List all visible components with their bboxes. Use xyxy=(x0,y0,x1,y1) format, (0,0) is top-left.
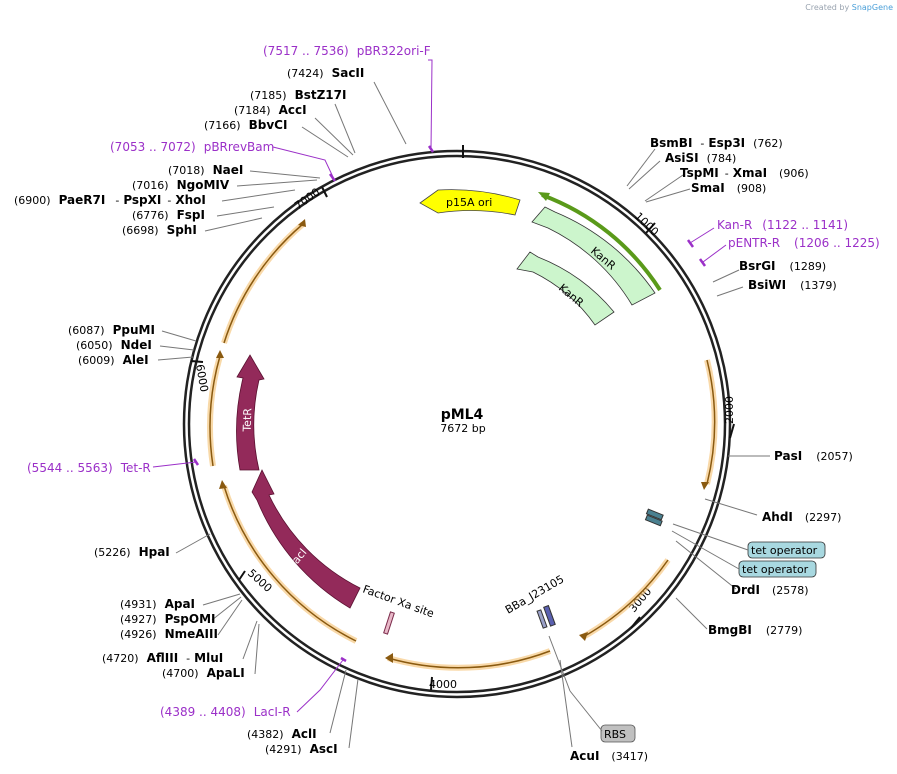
enzyme-leaders xyxy=(157,81,770,749)
cds-arcs xyxy=(207,221,718,671)
factorxa-mark xyxy=(383,611,395,635)
kan-arc-arrowhead xyxy=(538,192,550,201)
site-fspi-label: (6776)FspI xyxy=(132,208,205,222)
site-naei-label: (7018)NaeI xyxy=(168,163,243,177)
site-tspmi-label: TspMI-XmaI(906) xyxy=(680,166,809,180)
site-acui-label: AcuI(3417) xyxy=(570,749,648,763)
tetr-label: TetR xyxy=(241,408,255,433)
p15a-ori-label: p15A ori xyxy=(446,196,492,209)
primer-lacir-label: (4389 .. 4408)LacI-R xyxy=(160,705,291,719)
laci-arrow xyxy=(251,469,361,609)
site-ndei-label: (6050)NdeI xyxy=(76,338,152,352)
site-ppumi-label: (6087)PpuMI xyxy=(68,323,155,337)
site-afliii-label: (4720)AflIII-MluI xyxy=(102,651,223,665)
ticks xyxy=(190,145,735,691)
kanr-arrow-2 xyxy=(516,251,615,326)
tick-label-4000: 4000 xyxy=(429,678,457,691)
site-bmgbi-label: BmgBI(2779) xyxy=(708,623,802,637)
site-apali-label: (4700)ApaLI xyxy=(162,666,245,680)
snapgene-brand: Created by SnapGene xyxy=(805,3,893,12)
site-drdi-label: DrdI(2578) xyxy=(731,583,809,597)
kan-promoter-arc xyxy=(541,193,662,292)
backbone-outer xyxy=(182,149,732,699)
bba-mark-2 xyxy=(543,604,556,627)
plasmid-name: pML4 xyxy=(441,407,484,423)
tet-operator-mark-1 xyxy=(645,508,664,521)
bba-label: BBa_J23105 xyxy=(503,573,566,617)
brand-name: SnapGene xyxy=(851,3,893,12)
backbone-inner xyxy=(187,154,727,694)
primer-leaders xyxy=(152,59,727,713)
site-bsmbi-label: BsmBI-Esp3I(762) xyxy=(650,136,783,150)
cds-arrowheads xyxy=(216,219,709,663)
primer-kanr-label: Kan-R(1122 .. 1141) xyxy=(717,218,848,232)
p15a-ori-arrow xyxy=(419,189,521,216)
rbs-box xyxy=(600,724,636,743)
primer-pbrrev-label: (7053 .. 7072)pBRrevBam xyxy=(110,140,274,154)
primer-pbr322-label: (7517 .. 7536)pBR322ori-F xyxy=(263,44,431,58)
site-asci-label: (4291)AscI xyxy=(265,742,338,756)
site-ngomiv-label: (7016)NgoMIV xyxy=(132,178,230,192)
primer-pentr-label: pENTR-R(1206 .. 1225) xyxy=(728,236,880,250)
site-asisi-label: AsiSI(784) xyxy=(665,151,736,165)
site-pspomi-label: (4927)PspOMI xyxy=(120,612,216,626)
site-apai-label: (4931)ApaI xyxy=(120,597,195,611)
bba-mark-1 xyxy=(536,609,548,629)
site-bstz17i-label: (7185)BstZ17I xyxy=(250,88,346,102)
site-acli-label: (4382)AclI xyxy=(247,727,317,741)
site-paer7i-label: (6900)PaeR7I-PspXI-XhoI xyxy=(14,193,206,207)
brand-prefix: Created by xyxy=(805,3,850,12)
site-ahdi-label: AhdI(2297) xyxy=(762,510,841,524)
site-nmeaiii-label: (4926)NmeAIII xyxy=(120,627,218,641)
tick-label-6000: 6000 xyxy=(193,363,211,393)
plasmid-length: 7672 bp xyxy=(440,422,485,435)
site-alei-label: (6009)AleI xyxy=(78,353,149,367)
tetr-arrow xyxy=(236,354,265,471)
tet-operator-mark-2 xyxy=(644,514,663,527)
site-sphi-label: (6698)SphI xyxy=(122,223,197,237)
site-sacii-label: (7424)SacII xyxy=(287,66,364,80)
site-pasi-label: PasI(2057) xyxy=(774,449,853,463)
factorxa-label: Factor Xa site xyxy=(361,583,436,621)
site-smai-label: SmaI(908) xyxy=(691,181,766,195)
tet-operator-label-1: tet operator xyxy=(751,544,818,557)
site-hpai-label: (5226)HpaI xyxy=(94,545,170,559)
site-bsrgi-label: BsrGI(1289) xyxy=(739,259,826,273)
primer-tetr-label: (5544 .. 5563)Tet-R xyxy=(27,461,151,475)
tick-label-2000: 2000 xyxy=(723,396,736,424)
site-bbvci-label: (7166)BbvCI xyxy=(204,118,287,132)
kanr-arrow-1 xyxy=(531,206,656,306)
site-bsiwi-label: BsiWI(1379) xyxy=(748,278,837,292)
rbs-label: RBS xyxy=(604,728,626,741)
tet-operator-label-2: tet operator xyxy=(742,563,809,576)
site-acci-label: (7184)AccI xyxy=(234,103,307,117)
